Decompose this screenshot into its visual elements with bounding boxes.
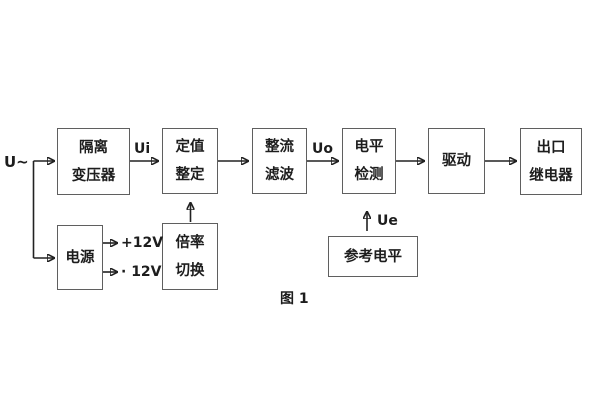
label-signal-ui: Ui <box>134 141 151 157</box>
block-power-supply: 电源 <box>57 225 103 290</box>
wire-input-fork <box>32 161 55 258</box>
block-driver: 驱动 <box>428 128 485 194</box>
block-reference-level: 参考电平 <box>328 236 418 277</box>
block-isolation-transformer: 隔离 变压器 <box>57 128 130 195</box>
block-rectify-filter: 整流 滤波 <box>252 128 307 194</box>
label-input-source: U~ <box>4 153 29 171</box>
label-rail-negative: · 12V <box>121 264 162 280</box>
block-setpoint-adjust: 定值 整定 <box>162 128 218 194</box>
figure-caption: 图 1 <box>280 291 309 307</box>
label-rail-positive: +12V <box>121 235 164 251</box>
label-signal-ue: Ue <box>377 213 398 229</box>
label-signal-uo: Uo <box>312 141 333 157</box>
block-level-detect: 电平 检测 <box>342 128 396 194</box>
block-ratio-switch: 倍率 切换 <box>162 223 218 290</box>
block-output-relay: 出口 继电器 <box>520 128 582 195</box>
